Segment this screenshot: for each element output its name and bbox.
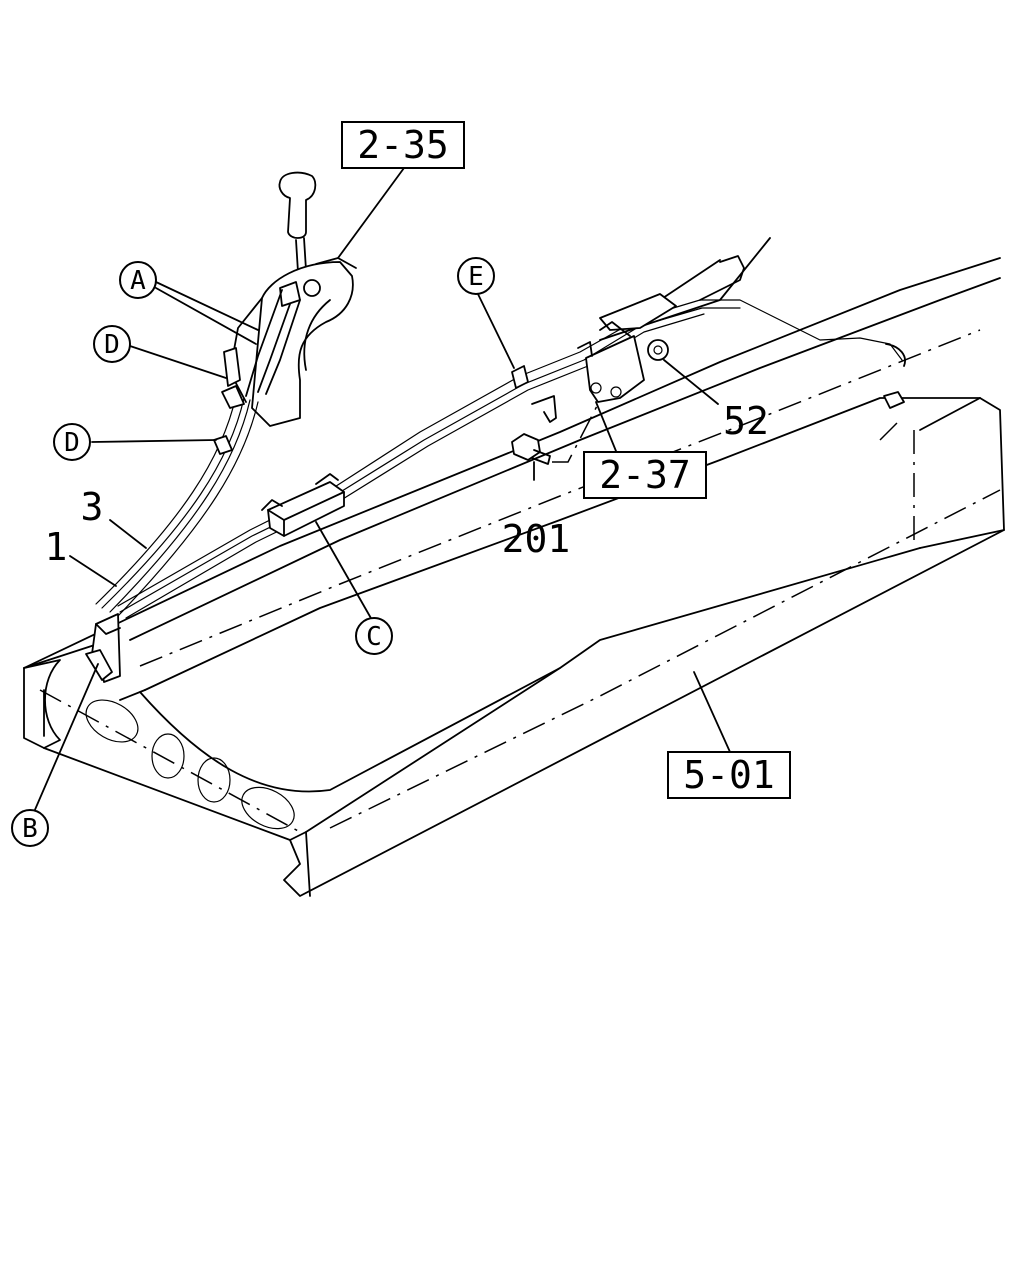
callout-c: C	[355, 617, 393, 655]
callout-e: E	[457, 257, 495, 295]
part-number-52: 52	[723, 399, 769, 443]
brackets-and-clamps	[85, 321, 669, 683]
frame-rail	[23, 237, 1005, 897]
svg-text:E: E	[468, 262, 484, 292]
part-number-3: 3	[81, 485, 104, 529]
callout-d-upper: D	[93, 325, 131, 363]
ref-2-37-text: 2-37	[599, 453, 691, 497]
ref-box-2-35[interactable]: 2-35	[341, 121, 465, 169]
part-number-1: 1	[45, 525, 68, 569]
ref-5-01-text: 5-01	[683, 753, 775, 797]
callout-d-lower: D	[53, 423, 91, 461]
shift-lever-assembly	[229, 171, 357, 427]
svg-text:B: B	[22, 814, 38, 844]
part-number-201: 201	[502, 517, 571, 561]
svg-text:C: C	[366, 622, 382, 652]
shift-cables	[95, 255, 906, 619]
ref-box-2-37[interactable]: 2-37	[583, 451, 707, 499]
callout-b: B	[11, 809, 49, 847]
ref-box-5-01[interactable]: 5-01	[667, 751, 791, 799]
leader-lines	[33, 167, 731, 813]
svg-text:D: D	[64, 428, 80, 458]
callout-a: A	[119, 261, 157, 299]
svg-text:A: A	[130, 266, 146, 296]
ref-2-35-text: 2-35	[357, 123, 449, 167]
svg-text:D: D	[104, 330, 120, 360]
